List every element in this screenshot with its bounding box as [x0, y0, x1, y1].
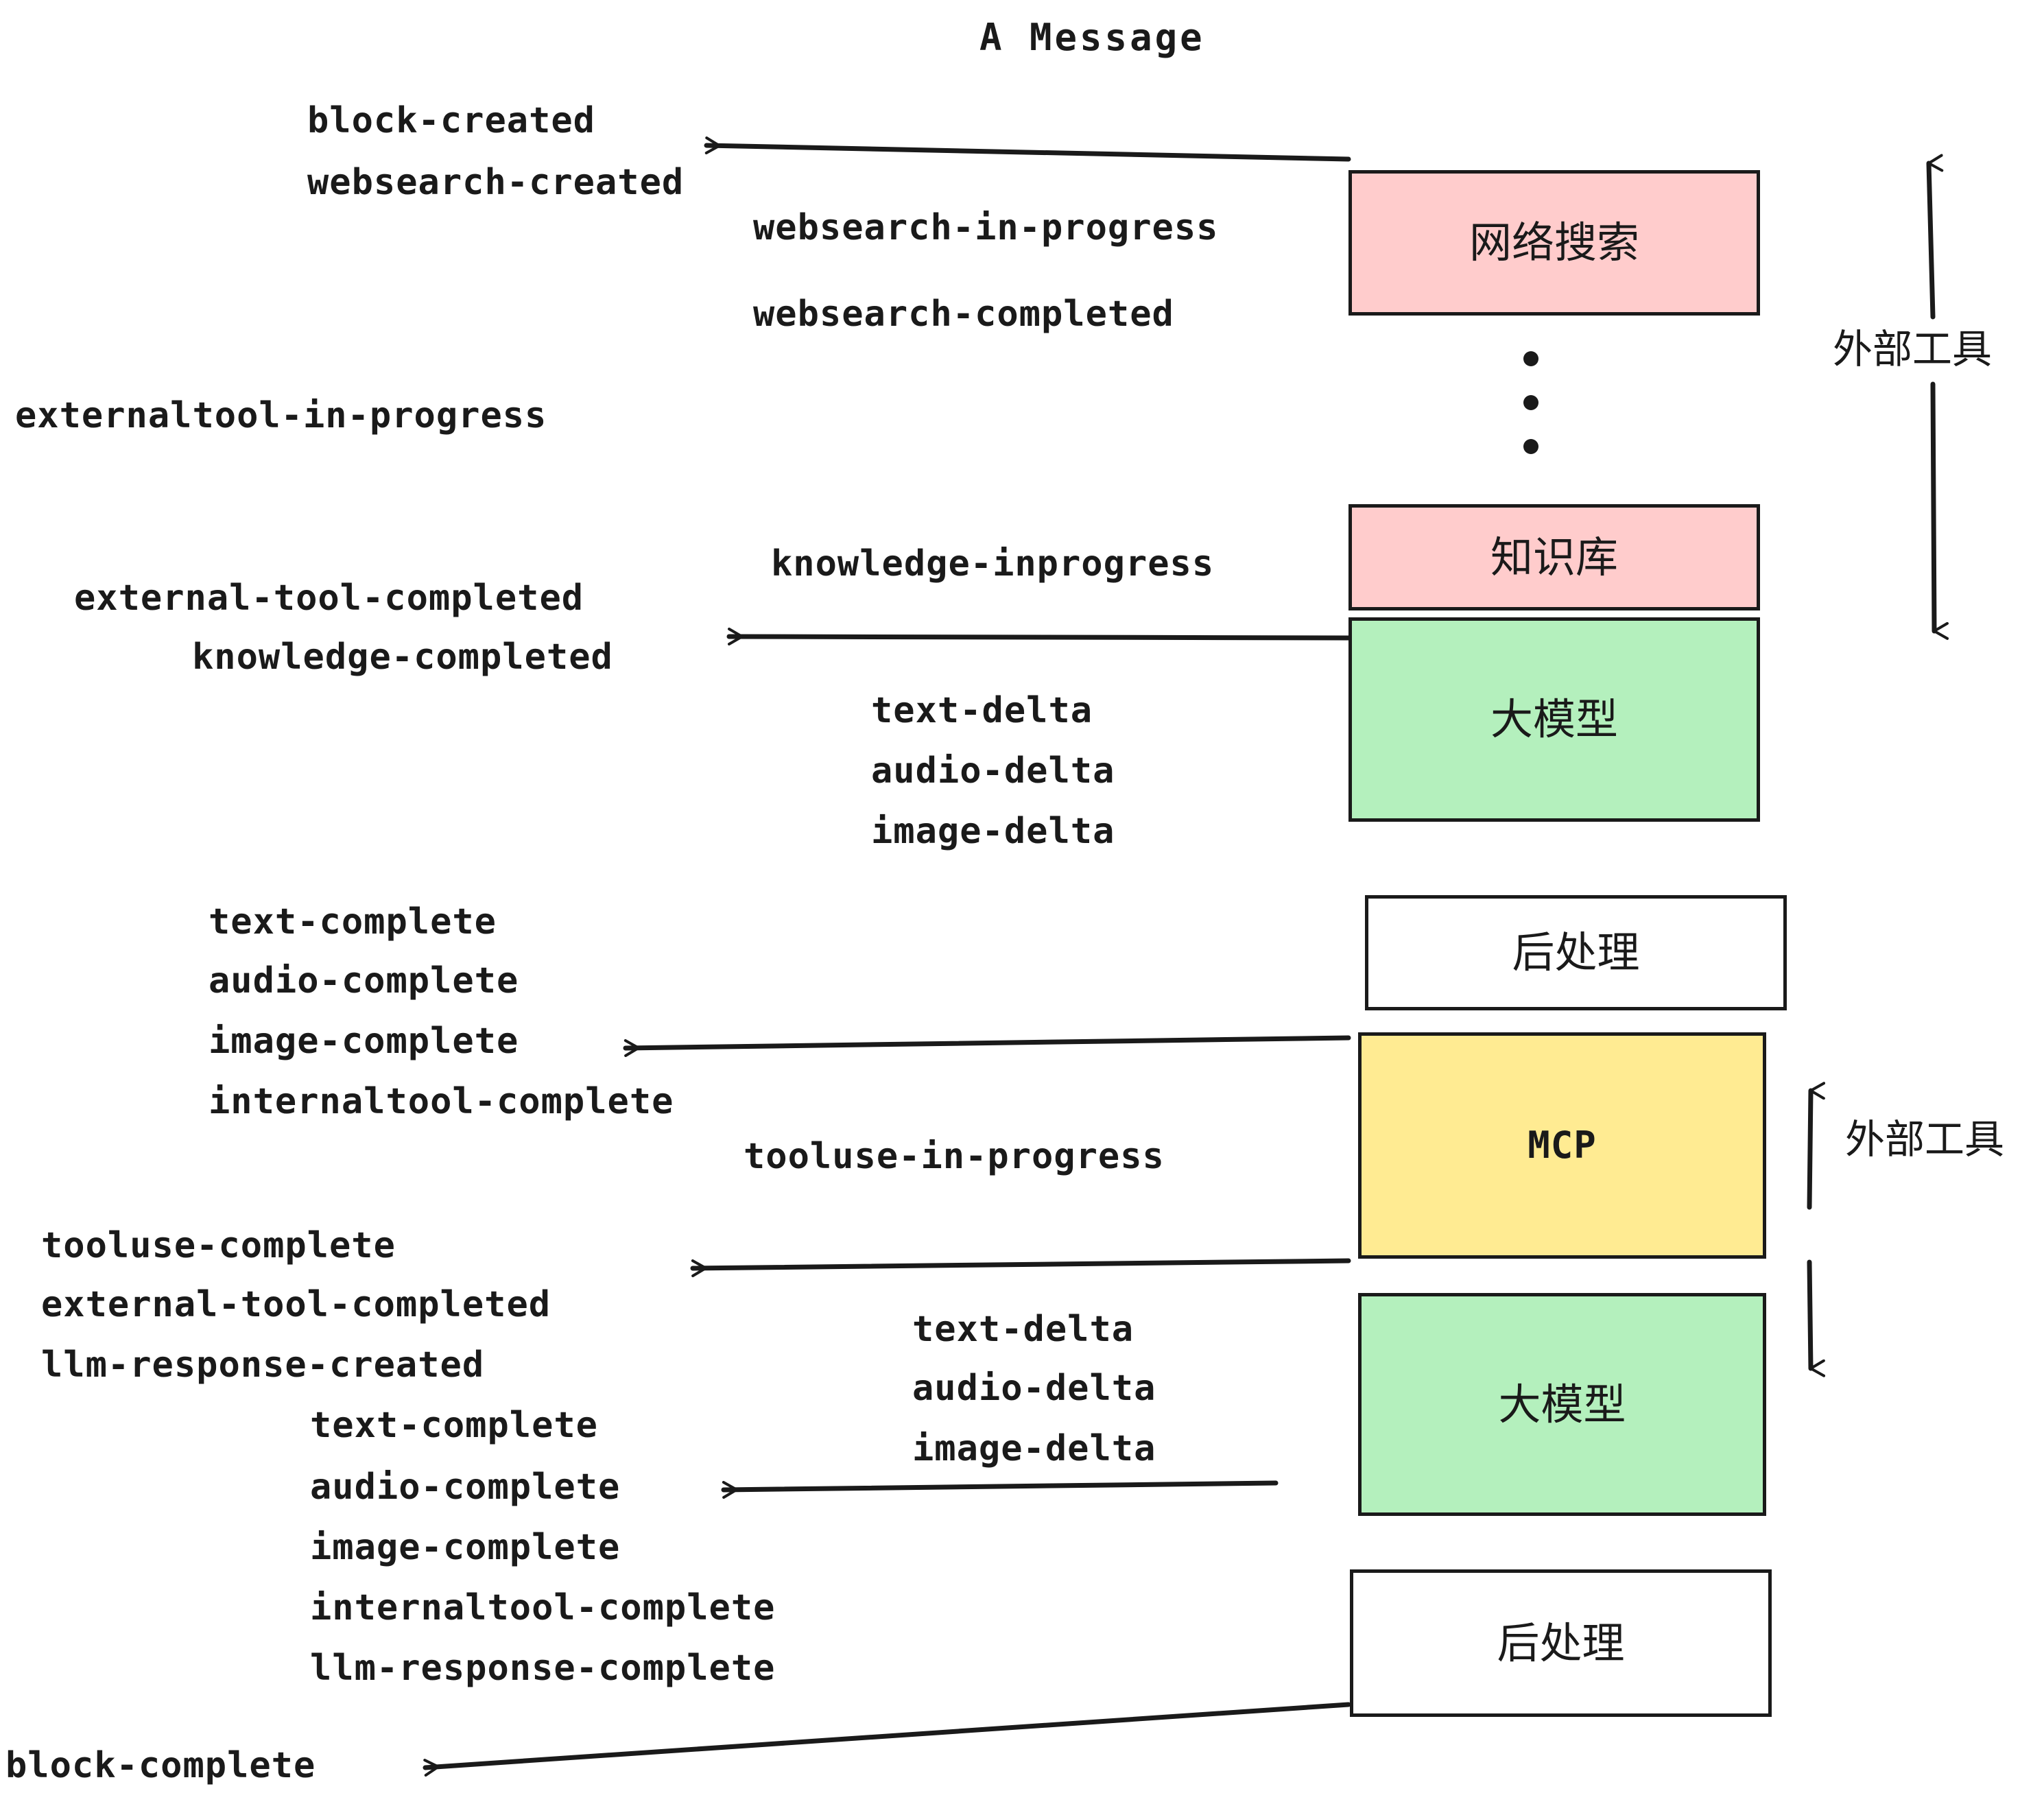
node-websearch-label: 网络搜索 — [1469, 217, 1639, 268]
arrow-mcp-to-image-complete — [623, 1035, 1351, 1057]
node-llm-second-label: 大模型 — [1498, 1379, 1626, 1429]
event-label-externaltool-in-progress: externaltool-in-progress — [15, 395, 547, 436]
arrow-external-tools-bottom-up — [1807, 1082, 1826, 1210]
node-postprocess-second[interactable]: 后处理 — [1350, 1569, 1772, 1717]
event-label-image-delta-1: image-delta — [871, 811, 1115, 852]
event-label-block-complete: block-complete — [5, 1745, 316, 1786]
event-label-websearch-completed: websearch-completed — [753, 294, 1174, 335]
arrow-external-tools-top-up — [1926, 154, 1944, 320]
arrow-mcp-to-tooluse-complete — [690, 1258, 1351, 1277]
event-label-llm-response-created: llm-response-created — [41, 1344, 485, 1386]
node-llm-first-label: 大模型 — [1490, 694, 1618, 744]
event-label-knowledge-completed: knowledge-completed — [192, 637, 613, 678]
node-llm-first[interactable]: 大模型 — [1348, 617, 1760, 822]
event-label-text-complete-1: text-complete — [209, 901, 497, 942]
node-mcp[interactable]: MCP — [1358, 1032, 1766, 1259]
event-label-image-complete-1: image-complete — [209, 1021, 519, 1062]
arrow-external-tools-top-down — [1930, 381, 1949, 640]
event-label-tooluse-in-progress: tooluse-in-progress — [744, 1136, 1165, 1177]
event-label-tooluse-complete: tooluse-complete — [41, 1225, 396, 1266]
arrow-websearch-to-block-created — [704, 137, 1351, 162]
event-label-audio-complete-1: audio-complete — [209, 960, 519, 1001]
node-knowledge-base[interactable]: 知识库 — [1348, 504, 1760, 610]
node-postprocess-first[interactable]: 后处理 — [1365, 895, 1787, 1010]
event-label-websearch-created: websearch-created — [307, 162, 685, 203]
event-label-llm-response-complete: llm-response-complete — [310, 1648, 776, 1689]
node-postprocess-first-label: 后处理 — [1512, 927, 1640, 977]
page-title: A Message — [979, 16, 1205, 59]
event-label-block-created: block-created — [307, 100, 595, 141]
event-label-text-delta-2: text-delta — [912, 1309, 1134, 1350]
event-label-audio-delta-2: audio-delta — [912, 1368, 1156, 1409]
event-label-image-complete-2: image-complete — [310, 1527, 621, 1568]
arrow-external-tools-bottom-down — [1807, 1259, 1826, 1377]
event-label-websearch-in-progress: websearch-in-progress — [753, 207, 1219, 248]
arrow-postprocess2-to-block-complete — [423, 1702, 1351, 1777]
node-websearch[interactable]: 网络搜索 — [1348, 170, 1760, 316]
arrow-knowledge-to-knowledge-completed — [726, 628, 1351, 645]
side-label-external-tools-top: 外部工具 — [1833, 326, 1993, 372]
node-llm-second[interactable]: 大模型 — [1358, 1293, 1766, 1516]
event-label-text-complete-2: text-complete — [310, 1405, 598, 1446]
event-label-internaltool-complete-2: internaltool-complete — [310, 1587, 776, 1628]
event-label-external-tool-completed-2: external-tool-completed — [41, 1284, 551, 1325]
event-label-knowledge-inprogress: knowledge-inprogress — [771, 543, 1215, 584]
side-label-external-tools-bottom: 外部工具 — [1845, 1116, 2005, 1163]
node-postprocess-second-label: 后处理 — [1497, 1617, 1625, 1668]
event-label-text-delta-1: text-delta — [871, 690, 1093, 731]
node-mcp-label: MCP — [1528, 1124, 1597, 1167]
event-label-audio-delta-1: audio-delta — [871, 750, 1115, 792]
vertical-ellipsis-icon — [1523, 351, 1539, 454]
event-label-external-tool-completed: external-tool-completed — [74, 578, 584, 619]
event-label-internaltool-complete-1: internaltool-complete — [209, 1081, 674, 1122]
event-label-audio-complete-2: audio-complete — [310, 1467, 621, 1508]
event-label-image-delta-2: image-delta — [912, 1428, 1156, 1469]
arrow-llm2-to-audio-complete — [721, 1480, 1279, 1499]
node-knowledge-base-label: 知识库 — [1490, 532, 1618, 582]
